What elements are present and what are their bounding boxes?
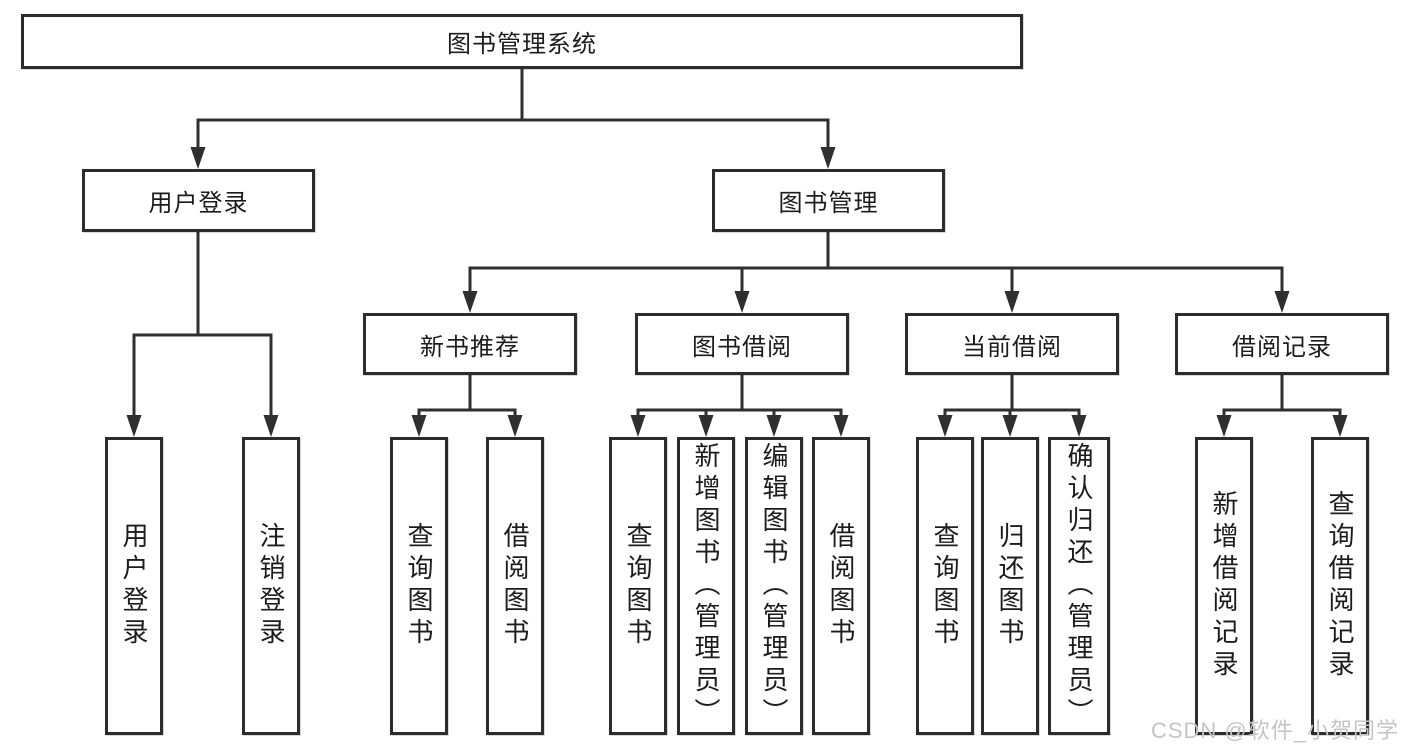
node-current-borrow: 当前借阅 [905,313,1119,375]
leaf-records-add-record: 新增借阅记录 [1195,437,1253,735]
connector-current-borrow-to-leaves [937,375,1087,437]
watermark: CSDN @软件_小贺同学 [1150,718,1399,743]
leaf-records-query-record: 查询借阅记录 [1311,437,1369,735]
connector-user-login-to-leaves [126,232,279,437]
leaf-borrow-query-books: 查询图书 [609,437,667,735]
connector-book-management-to-level3 [462,232,1290,313]
node-book-borrow: 图书借阅 [635,313,849,375]
leaf-borrow-borrow-books: 借阅图书 [812,437,870,735]
node-new-book-recommend: 新书推荐 [363,313,577,375]
leaf-newbook-borrow-books: 借阅图书 [486,437,544,735]
leaf-logout-login: 注销登录 [242,437,300,735]
leaf-current-query-books: 查询图书 [916,437,974,735]
connector-book-borrow-to-leaves [630,375,849,437]
leaf-current-confirm-return-admin: 确认归还（管理员） [1048,437,1110,735]
node-user-login: 用户登录 [82,169,315,232]
node-library-management-system: 图书管理系统 [21,14,1023,69]
node-borrow-records: 借阅记录 [1175,313,1389,375]
leaf-borrow-add-books-admin: 新增图书（管理员） [677,437,735,735]
leaf-newbook-query-books: 查询图书 [390,437,448,735]
connector-root-to-level2 [190,69,836,169]
connector-borrow-records-to-leaves [1216,375,1348,437]
connector-new-book-recommend-to-leaves [411,375,523,437]
leaf-borrow-edit-books-admin: 编辑图书（管理员） [745,437,803,735]
leaf-user-login: 用户登录 [105,437,163,735]
node-book-management: 图书管理 [712,169,945,232]
leaf-current-return-books: 归还图书 [981,437,1039,735]
